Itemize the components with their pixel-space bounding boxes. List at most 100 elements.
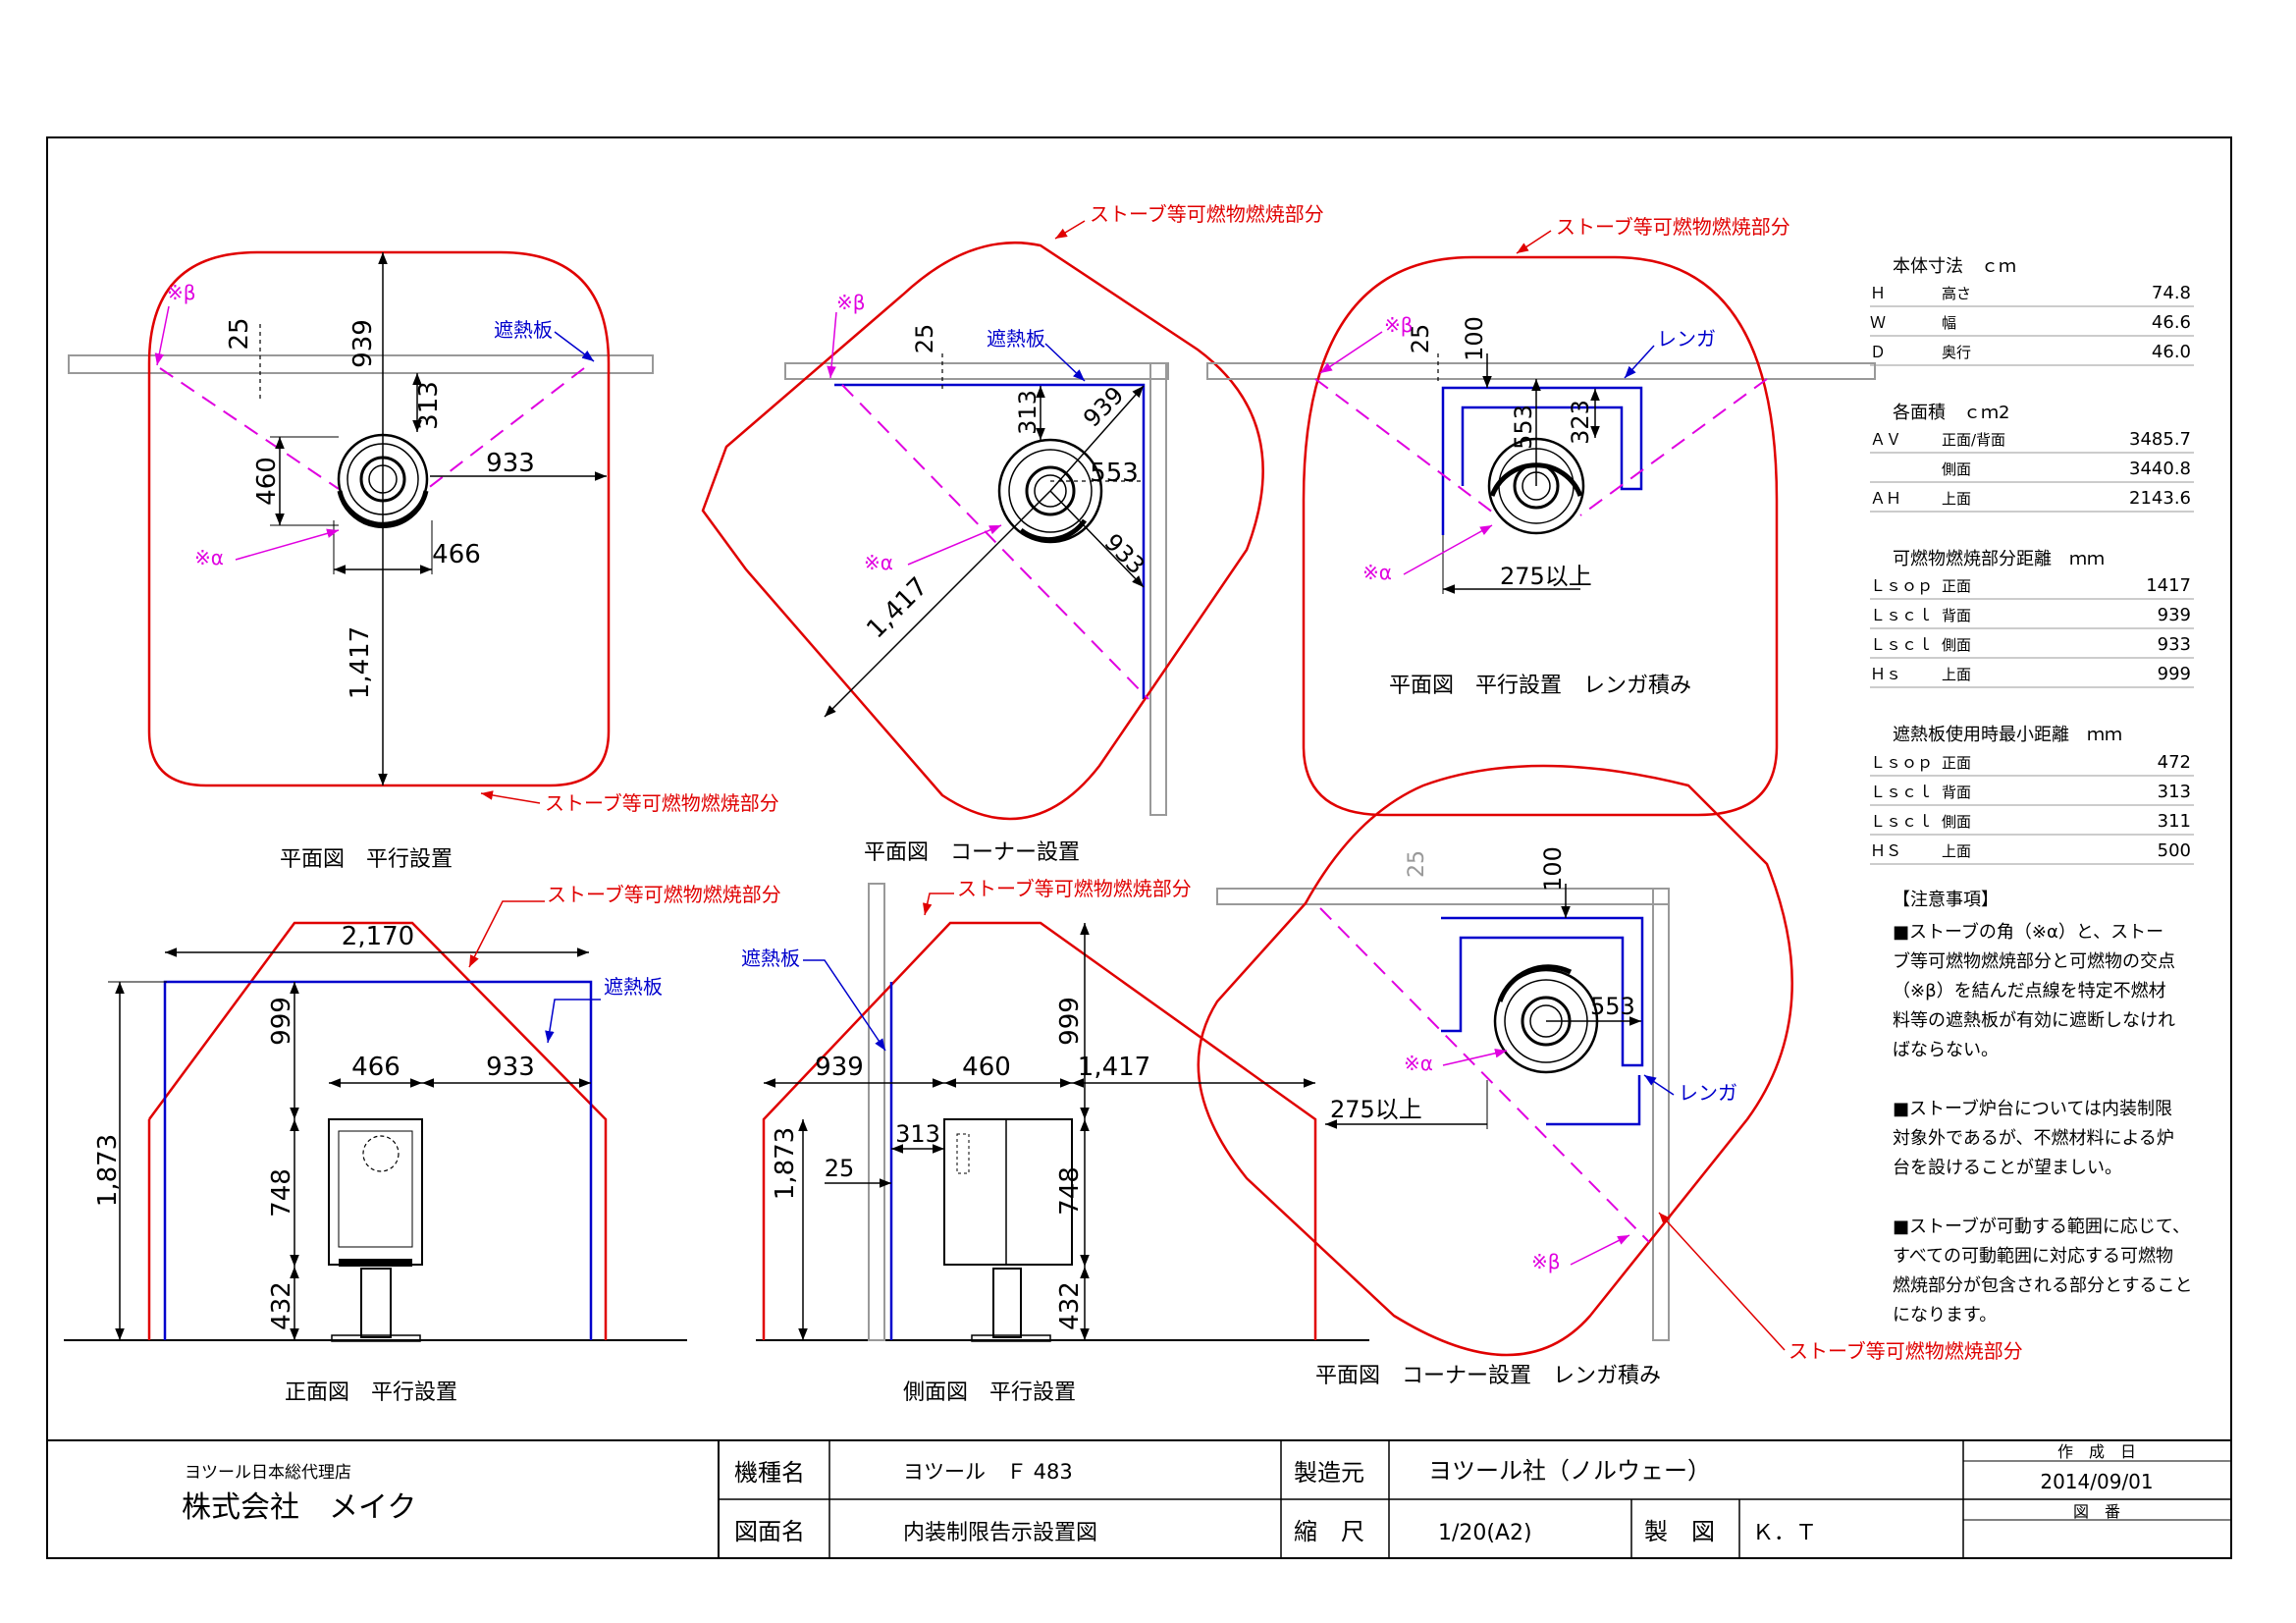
spec-shield-title: 遮熱板使用時最小距離 ｍｍ	[1893, 725, 2122, 745]
view-title: 平面図 コーナー設置	[864, 840, 1080, 865]
dim-313: 313	[895, 1120, 940, 1148]
spec-item: 正面/背面	[1942, 431, 2005, 449]
alpha-beta-line	[1579, 378, 1768, 516]
alpha-label: ※α	[1362, 561, 1392, 584]
spec-value: 1417	[2146, 575, 2191, 596]
note-line: ブ等可燃物燃焼部分と可燃物の交点	[1893, 950, 2175, 972]
spec-code: Ｌｓｃｌ	[1870, 635, 1933, 654]
spec-value: 933	[2158, 634, 2191, 655]
spec-value: 46.6	[2152, 312, 2191, 333]
shield-label: 遮熱板	[604, 975, 663, 999]
fire-zone-outline	[1197, 764, 1793, 1357]
fire-zone-outline	[147, 250, 611, 787]
dim-748: 748	[1055, 1166, 1085, 1216]
stove-top-icon	[1493, 964, 1599, 1074]
dim-432: 432	[267, 1281, 296, 1330]
spec-value: 74.8	[2152, 283, 2191, 303]
fire-zone-outline	[147, 921, 608, 1340]
shield-label: 遮熱板	[494, 318, 553, 342]
dim-748: 748	[267, 1168, 296, 1217]
spec-item: 上面	[1942, 490, 1971, 508]
wall	[68, 354, 654, 374]
wall	[1652, 888, 1670, 1341]
shield-label: 遮熱板	[741, 947, 800, 970]
spec-item: 正面	[1942, 577, 1971, 595]
fire-zone-label: ストーブ等可燃物燃焼部分	[547, 883, 781, 906]
spec-item: 側面	[1942, 813, 1971, 831]
dim-25: 25	[225, 317, 254, 350]
spec-body-title: 本体寸法 ｃｍ	[1893, 256, 2016, 277]
dim-25: 25	[1407, 324, 1434, 354]
dim-1873: 1,873	[93, 1134, 123, 1207]
dim-999: 999	[267, 997, 296, 1046]
spec-code: Ｈ	[1870, 284, 1886, 302]
spec-value: 500	[2158, 840, 2191, 861]
note-line: すべての可動範囲に対応する可燃物	[1893, 1246, 2173, 1267]
drawn-label: 製 図	[1644, 1518, 1715, 1545]
beta-label: ※β	[836, 291, 866, 314]
wall	[1206, 362, 1876, 380]
fire-zone-label: ストーブ等可燃物燃焼部分	[1090, 202, 1324, 226]
view-title: 平面図 コーナー設置 レンガ積み	[1315, 1364, 1661, 1388]
spec-code: Ｈｓ	[1870, 665, 1901, 683]
dim-1417: 1,417	[1078, 1053, 1150, 1082]
dim-100: 100	[1461, 316, 1488, 361]
note-line: 台を設けることが望ましい。	[1893, 1158, 2122, 1178]
drawing-value: 内装制限告示設置図	[903, 1521, 1097, 1545]
spec-value: 999	[2158, 664, 2191, 684]
note-line: になります。	[1893, 1305, 1997, 1325]
view-plan-parallel: 25 939 313 460 933 466 1,417 ※β ※α 遮熱板 ス…	[68, 250, 779, 872]
note-line: 燃焼部分が包含される部分とすること	[1893, 1275, 2192, 1296]
dim-553: 553	[1090, 459, 1139, 488]
spec-code: Ｌｓｃｌ	[1870, 606, 1933, 624]
spec-code: Ｌｓｏｐ	[1870, 576, 1933, 595]
fire-zone-label: ストーブ等可燃物燃焼部分	[545, 791, 779, 815]
brick-wall	[1441, 386, 1643, 535]
beta-label: ※β	[167, 281, 196, 304]
view-plan-parallel-brick: 25 100 553 323 275以上 ※β ※α レンガ ストーブ等可燃物燃…	[1206, 215, 1876, 817]
spec-code: ＡＨ	[1870, 489, 1901, 508]
agency-name: ヨツール日本総代理店	[185, 1463, 351, 1483]
spec-item: 幅	[1942, 314, 1956, 332]
alpha-label: ※α	[194, 546, 224, 569]
dim-100: 100	[1539, 846, 1567, 892]
view-side: 999 939 460 1,417 1,873 313 25 748 432 ス…	[741, 877, 1369, 1405]
spec-code: Ｌｓｃｌ	[1870, 812, 1933, 831]
date-label: 作 成 日	[2057, 1442, 2136, 1461]
number-label: 図 番	[2073, 1502, 2120, 1521]
note-line: （※β）を結んだ点線を特定不燃材	[1893, 981, 2166, 1001]
spec-value: 2143.6	[2129, 488, 2191, 509]
alpha-beta-line	[426, 367, 585, 490]
dim-933: 933	[486, 449, 535, 478]
fire-zone-outline	[762, 921, 1317, 1340]
brick-label: レンガ	[1657, 327, 1716, 351]
alpha-beta-line	[159, 367, 340, 490]
alpha-beta-line	[1319, 907, 1650, 1243]
spec-code: Ｌｓｏｐ	[1870, 753, 1933, 772]
beta-label: ※β	[1384, 313, 1414, 337]
dim-1417: 1,417	[861, 571, 934, 644]
drawing-label: 図面名	[734, 1518, 805, 1545]
fire-zone-outline	[701, 242, 1264, 821]
spec-area-title: 各面積 ｃｍ2	[1893, 403, 2009, 423]
view-title: 平面図 平行設置 レンガ積み	[1389, 674, 1691, 698]
view-title: 平面図 平行設置	[280, 847, 453, 872]
shield-panel	[834, 383, 1146, 699]
dim-939: 939	[1078, 381, 1129, 432]
dim-939: 939	[348, 319, 378, 368]
view-title: 正面図 平行設置	[285, 1380, 457, 1405]
spec-code: Ｄ	[1870, 343, 1886, 361]
spec-item: 側面	[1942, 636, 1971, 654]
spec-item: 上面	[1942, 842, 1971, 860]
dim-275: 275以上	[1330, 1096, 1422, 1123]
spec-code: Ｗ	[1870, 313, 1886, 332]
drawn-value: Ｋ．Ｔ	[1752, 1521, 1817, 1545]
company-name: 株式会社 メイク	[182, 1490, 416, 1525]
dim-460: 460	[962, 1053, 1011, 1082]
scale-value: 1/20(A2)	[1438, 1521, 1532, 1545]
spec-code: Ｌｓｃｌ	[1870, 783, 1933, 801]
dim-2170: 2,170	[342, 922, 414, 951]
